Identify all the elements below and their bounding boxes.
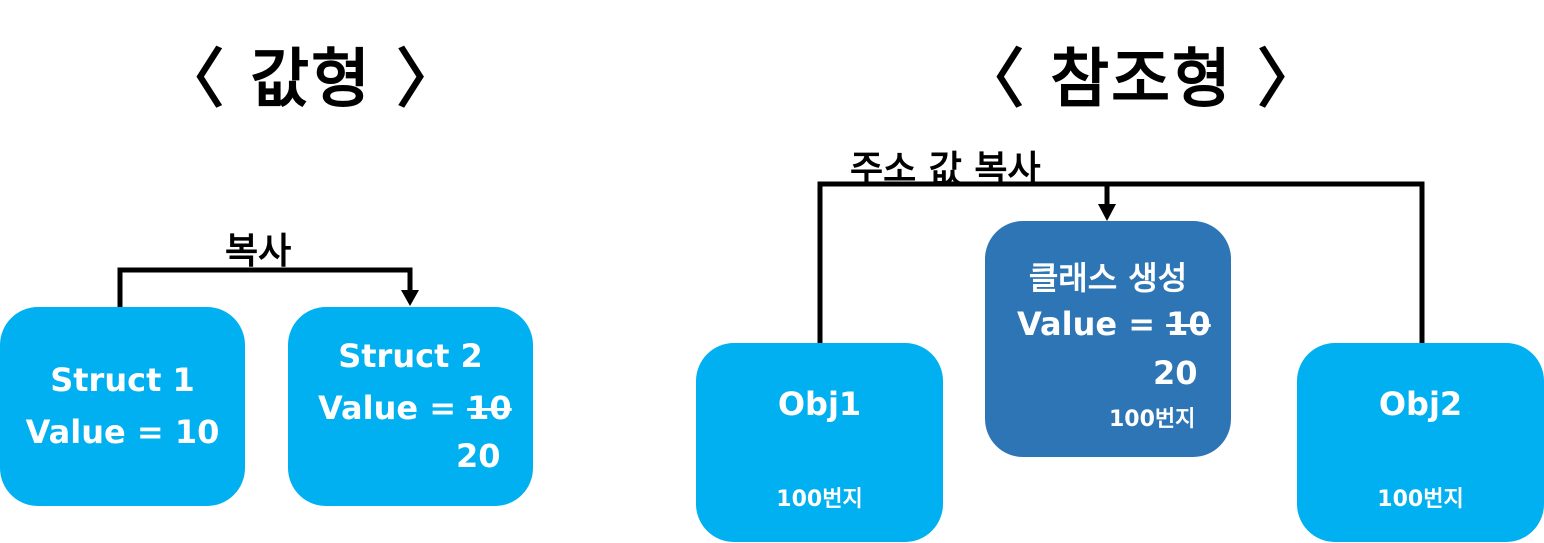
struct2-old-value: 10 (467, 389, 512, 427)
struct2-name: Struct 2 (338, 337, 483, 375)
copy-label: 복사 (225, 231, 292, 272)
obj2-box: Obj2 100번지 (1297, 343, 1544, 542)
class-box: 클래스 생성 Value = 10 20 100번지 (985, 221, 1231, 457)
obj1-name: Obj1 (777, 385, 862, 423)
class-name: 클래스 생성 (1028, 259, 1188, 297)
struct1-value-line: Value = 10 (0, 413, 245, 451)
struct2-box: Struct 2 Value = 10 20 (288, 307, 533, 506)
obj2-name: Obj2 (1378, 385, 1463, 423)
struct1-value: 10 (174, 413, 220, 451)
class-value-line: Value = 10 (1017, 305, 1211, 343)
struct1-box: Struct 1 Value = 10 (0, 307, 245, 506)
reference-type-title: 〈 참조형 〉 (960, 43, 1324, 117)
address-copy-connector (817, 181, 1425, 345)
value-type-title: 〈 값형 〉 (160, 43, 463, 117)
struct2-value-label: Value = (318, 389, 468, 427)
address-copy-label: 주소 값 복사 (850, 149, 1041, 190)
obj1-address: 100번지 (776, 487, 863, 512)
struct2-new-value: 20 (456, 437, 501, 475)
copy-connector (117, 267, 413, 310)
class-new-value: 20 (1153, 354, 1198, 392)
class-address: 100번지 (1109, 407, 1196, 432)
obj1-box: Obj1 100번지 (696, 343, 943, 542)
copy-arrowhead (401, 290, 419, 306)
class-value-label: Value = (1017, 305, 1167, 343)
address-copy-arrowhead (1098, 204, 1116, 221)
obj2-address: 100번지 (1377, 487, 1464, 512)
struct2-value-line: Value = 10 (318, 389, 512, 427)
class-old-value: 10 (1166, 305, 1211, 343)
struct1-value-label: Value = (25, 413, 175, 451)
struct1-name: Struct 1 (50, 361, 195, 399)
